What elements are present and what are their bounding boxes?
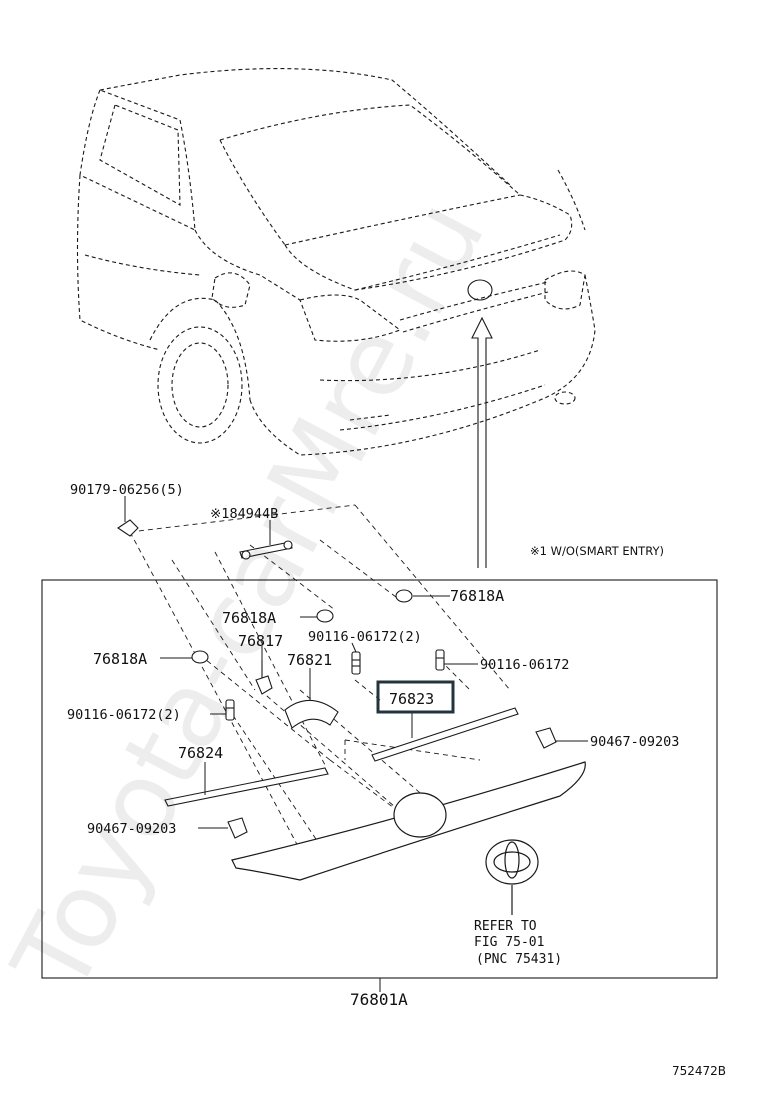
note-smart-entry: ※1 W/O(SMART ENTRY) — [530, 544, 664, 558]
bracket-76821 — [284, 699, 339, 729]
location-arrow — [471, 316, 493, 568]
callout-90179: 90179-06256(5) — [70, 482, 184, 498]
callout-76818a-left: 76818A — [93, 650, 147, 668]
callout-leaders — [124, 496, 588, 992]
assembly-label: 76801A — [350, 990, 408, 1009]
callout-76818a-mid: 76818A — [222, 609, 276, 627]
refer-line-3: (PNC 75431) — [476, 952, 562, 967]
clip-90467-right — [535, 727, 557, 749]
callout-90116-mid: 90116-06172(2) — [308, 629, 422, 645]
refer-line-1: REFER TO — [474, 919, 537, 934]
moulding-76824 — [164, 767, 329, 807]
clip-90467-left — [227, 817, 248, 839]
moulding-76823 — [371, 707, 519, 762]
callout-90116-left: 90116-06172(2) — [67, 707, 181, 723]
refer-line-2: FIG 75-01 — [474, 935, 544, 950]
stud-84944b — [239, 540, 293, 560]
clip-90179 — [117, 519, 139, 537]
callout-84944b: ※184944B — [210, 506, 278, 522]
callout-76821: 76821 — [287, 651, 332, 669]
car-rear-illustration — [76, 68, 596, 456]
figure-code: 752472B — [672, 1064, 726, 1078]
callout-90467-left: 90467-09203 — [87, 821, 176, 837]
bolt-90116-left — [225, 699, 235, 721]
emblem-recess — [393, 792, 447, 838]
callout-90116-right: 90116-06172 — [480, 657, 569, 673]
grommet-76818a-left — [191, 650, 209, 664]
callout-76823: 76823 — [389, 690, 434, 708]
callout-76818a-top: 76818A — [450, 587, 504, 605]
bolt-90116-mid — [351, 651, 361, 675]
clip-76817 — [255, 660, 273, 695]
callout-76824: 76824 — [178, 744, 223, 762]
callout-90467-right: 90467-09203 — [590, 734, 679, 750]
grommet-76818a-mid — [316, 609, 334, 623]
grommet-76818a-top — [395, 589, 413, 603]
bolt-90116-right — [435, 649, 445, 671]
toyota-emblem — [485, 839, 539, 915]
highlight-box-76823 — [376, 680, 455, 714]
callout-76817: 76817 — [238, 632, 283, 650]
